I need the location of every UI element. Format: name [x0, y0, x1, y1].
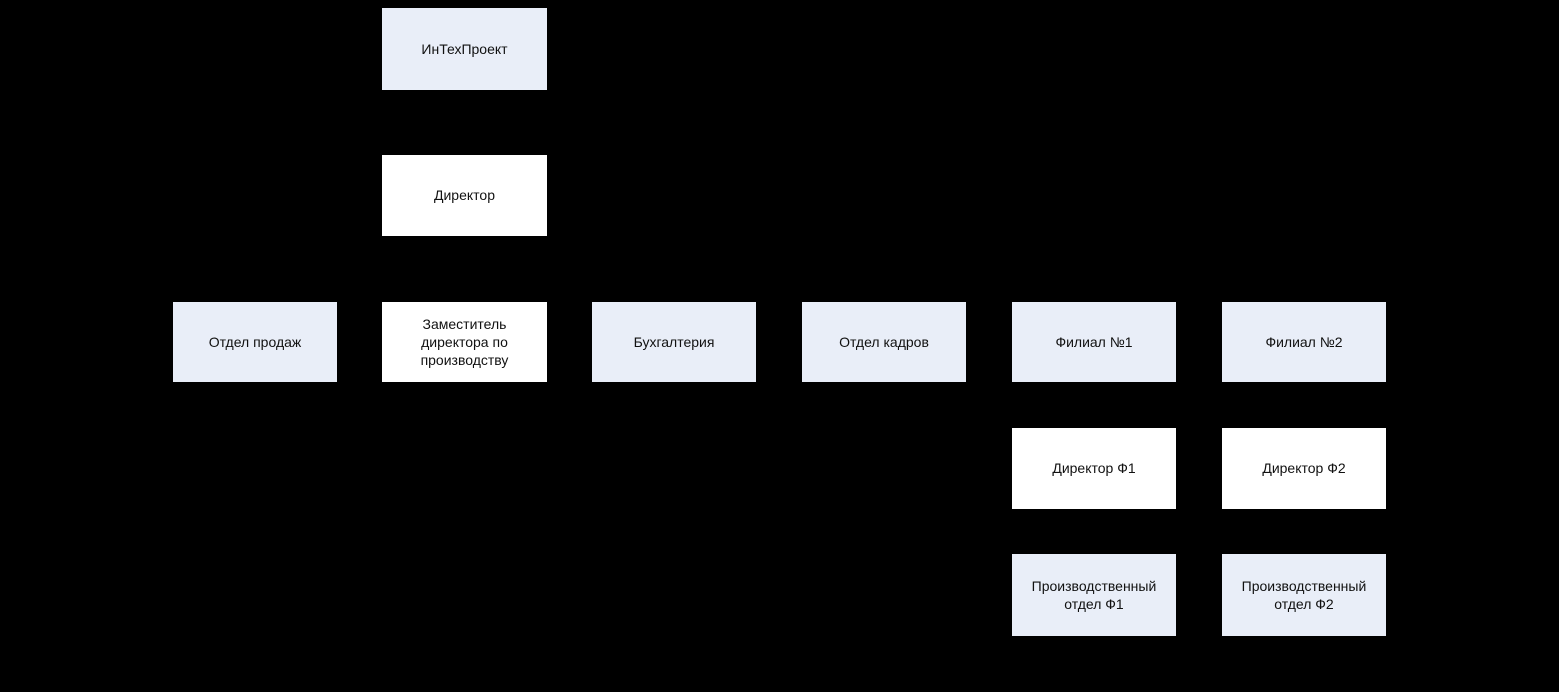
org-node-hr: Отдел кадров	[801, 301, 967, 383]
org-node-label: Отдел продаж	[208, 333, 302, 350]
org-node-director-f2: Директор Ф2	[1221, 427, 1387, 510]
org-node-accounting: Бухгалтерия	[591, 301, 757, 383]
org-node-label: Филиал №1	[1055, 333, 1133, 350]
org-node-label: Заместитель директора по производству	[420, 315, 509, 369]
org-node-label: ИнТехПроект	[421, 40, 508, 57]
org-node-label: Директор Ф2	[1262, 460, 1346, 477]
org-node-sales: Отдел продаж	[172, 301, 338, 383]
org-node-director-f1: Директор Ф1	[1011, 427, 1177, 510]
org-node-deputy-production: Заместитель директора по производству	[381, 301, 548, 383]
org-node-label: Директор Ф1	[1052, 460, 1136, 477]
org-node-branch-2: Филиал №2	[1221, 301, 1387, 383]
org-node-production-f2: Производственный отдел Ф2	[1221, 553, 1387, 637]
org-node-label: Производственный отдел Ф1	[1031, 577, 1157, 612]
org-node-label: Производственный отдел Ф2	[1241, 577, 1367, 612]
org-node-company: ИнТехПроект	[381, 7, 548, 91]
org-node-label: Директор	[434, 187, 495, 204]
org-node-label: Бухгалтерия	[633, 333, 715, 350]
org-node-director: Директор	[381, 154, 548, 237]
org-node-label: Филиал №2	[1265, 333, 1343, 350]
org-node-label: Отдел кадров	[839, 333, 929, 350]
org-node-branch-1: Филиал №1	[1011, 301, 1177, 383]
org-node-production-f1: Производственный отдел Ф1	[1011, 553, 1177, 637]
